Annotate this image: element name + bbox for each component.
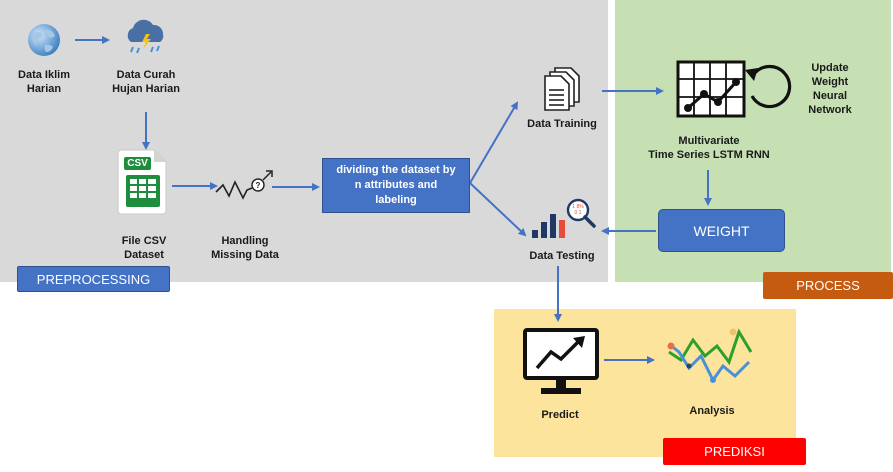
weight-box: WEIGHT <box>658 209 785 252</box>
preprocessing-tag: PREPROCESSING <box>17 266 170 292</box>
arrow-dividing-to-testing <box>469 182 527 237</box>
process-tag: PROCESS <box>763 272 893 299</box>
documents-icon <box>544 67 580 111</box>
dividing-box: dividing the dataset by n attributes and… <box>322 158 470 213</box>
data-curah-label: Data Curah Hujan Harian <box>112 69 180 95</box>
update-weight-label: Update Weight Neural Network <box>808 62 852 116</box>
preprocessing-panel <box>0 0 608 282</box>
svg-text:1 8%: 1 8% <box>572 204 584 210</box>
data-iklim-label: Data Iklim Harian <box>18 69 70 95</box>
analysis-label: Analysis <box>689 405 735 417</box>
predict-label: Predict <box>541 409 579 421</box>
csv-file-icon: CSV <box>117 148 169 215</box>
svg-text:0 1: 0 1 <box>575 210 582 216</box>
globe-icon <box>28 24 60 56</box>
svg-text:?: ? <box>256 181 261 190</box>
data-training-label: Data Training <box>527 118 597 130</box>
missing-data-icon: ? <box>215 170 273 200</box>
line-analysis-icon <box>667 328 753 383</box>
bar-magnifier-icon: 1 8% 0 1 <box>532 198 596 238</box>
lstm-label: Multivariate Time Series LSTM RNN <box>648 135 770 161</box>
data-testing-label: Data Testing <box>529 250 595 262</box>
prediksi-tag: PREDIKSI <box>663 438 806 465</box>
storm-cloud-icon <box>127 19 164 54</box>
loop-arrow-icon <box>745 64 792 109</box>
monitor-chart-icon <box>523 328 599 394</box>
file-csv-label: File CSV Dataset <box>121 235 167 261</box>
arrow-dividing-to-training <box>469 101 519 184</box>
handling-label: Handling Missing Data <box>211 235 279 261</box>
csv-icon-text: CSV <box>127 158 148 169</box>
lstm-chart-icon <box>676 60 746 118</box>
